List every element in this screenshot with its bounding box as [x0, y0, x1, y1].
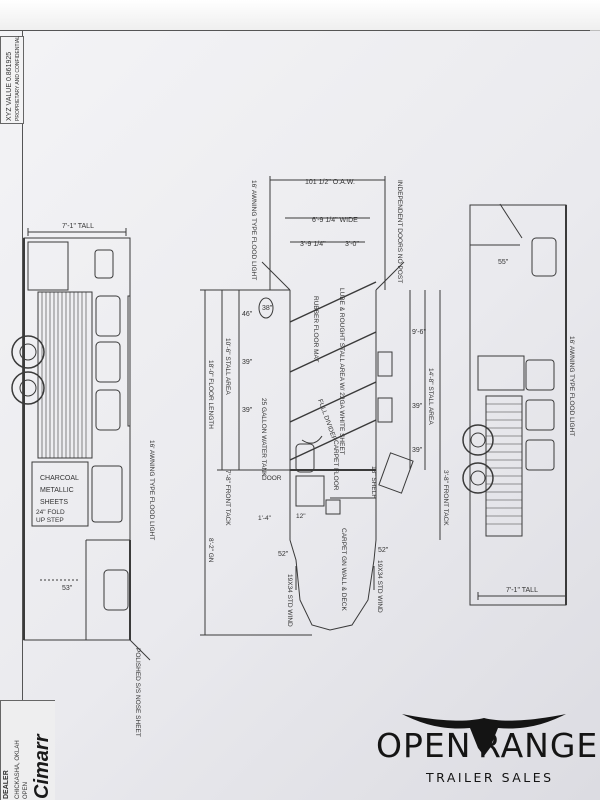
- stall-note-label: LUBE & ROUGHT STALL AREA W/ 22GA WHITE S…: [338, 288, 345, 455]
- right-height-label: 7'-1" TALL: [506, 587, 538, 594]
- right-dim-55: 55": [498, 259, 509, 266]
- floor-plan-labels: 101 1/2" O.A.W. 6'-9 1/4" WIDE 3'-9 1/4"…: [207, 179, 449, 627]
- rubber-mat-label: RUBBER FLOOR MAT: [312, 296, 319, 362]
- side-title-block: XYZ VALUE 0.861925 PROPRIETARY AND CONFI…: [0, 36, 24, 124]
- open-range-logo: OPEN RANGE TRAILER SALES: [372, 696, 599, 796]
- logo-word-right: RANGE: [478, 726, 599, 765]
- floor-plan: [200, 176, 441, 636]
- nose-sheet-label: POLISHED S/S NOSE SHEET: [134, 648, 141, 737]
- dim-39d: 39": [412, 447, 423, 454]
- logo-word-left: OPEN: [376, 726, 472, 765]
- sheets-label-3: SHEETS: [40, 499, 68, 506]
- water-tank-label: 25 GALLON WATER TANK: [260, 398, 267, 477]
- longhorn-skull-icon: [402, 714, 566, 756]
- dim-12-label: 12": [296, 513, 306, 520]
- step-label: UP STEP: [36, 517, 64, 524]
- doors-note: INDEPENDENT DOORS NO POST: [396, 180, 403, 283]
- front-tack-right-label: 3'-8" FRONT TACK: [442, 470, 449, 526]
- logo-tagline: TRAILER SALES: [426, 770, 554, 785]
- dim-46: 46": [242, 311, 253, 318]
- shelf-18-label: 18" SHELF: [370, 466, 377, 498]
- std-wind-left-label: 19X34 STD WIND: [286, 574, 293, 627]
- company-address: CHICKASHA, OKLAH: [15, 740, 21, 799]
- top-frame-line: [0, 30, 590, 31]
- dim-14-label: 1'-4": [258, 515, 272, 522]
- oaw-label: 101 1/2" O.A.W.: [305, 179, 355, 186]
- dealer-title-block: DEALER CHICKASHA, OKLAH OPEN Cimarr: [0, 700, 55, 800]
- std-wind-right-label: 19X34 STD WIND: [376, 560, 383, 613]
- left-elevation: [11, 228, 151, 661]
- dim-39c: 39": [412, 403, 423, 410]
- gn-length-label: 8'-2" GN: [207, 538, 214, 563]
- right-elevation-labels: 55" 16' AWNING TYPE FLOOD LIGHT 7'-1" TA…: [498, 259, 575, 594]
- left-width-label: 3'-9 1/4": [300, 241, 326, 248]
- stall-area-right-label: 14'-8" STALL AREA: [427, 368, 434, 425]
- company-extra: OPEN: [23, 781, 29, 799]
- carpet-wall-label: CARPET GN WALL & DECK: [340, 528, 347, 611]
- sheets-label-1: CHARCOAL: [40, 475, 79, 482]
- left-bottom-dim: 53": [62, 585, 73, 592]
- left-height-label: 7'-1" TALL: [62, 223, 94, 230]
- dim-52b: 52": [378, 547, 389, 554]
- right-elevation: [462, 203, 567, 606]
- dim-39b: 39": [242, 407, 253, 414]
- company-fragment: Cimarr: [31, 734, 53, 799]
- dim-39a: 39": [242, 359, 253, 366]
- sheets-label-2: METALLIC: [40, 487, 74, 494]
- dim-52a: 52": [278, 551, 289, 558]
- front-tack-left-label: 7'-8" FRONT TACK: [224, 470, 231, 526]
- wide-label: 6'-9 1/4" WIDE: [312, 217, 358, 224]
- dim-38: 38": [262, 305, 273, 312]
- left-awning-label: 16' AWNING TYPE FLOOD LIGHT: [148, 440, 155, 540]
- awning-left-label: 16' AWNING TYPE FLOOD LIGHT: [250, 180, 257, 280]
- fold-label: 24" FOLD: [36, 509, 65, 516]
- right-width-label: 3'-0": [345, 241, 359, 248]
- dim-right-9: 9'-6": [412, 329, 426, 336]
- floor-length-label: 18'-0" FLOOR LENGTH: [207, 360, 214, 429]
- door-label: DOOR: [262, 475, 282, 482]
- dealer-label: DEALER: [3, 770, 10, 799]
- carpet-floor-label: CARPET FLOOR: [332, 440, 339, 491]
- stall-area-left-label: 10'-6" STALL AREA: [224, 338, 231, 395]
- left-frame-line: [22, 30, 23, 800]
- right-awning-label: 16' AWNING TYPE FLOOD LIGHT: [568, 336, 575, 436]
- left-elevation-labels: 7'-1" TALL 16' AWNING TYPE FLOOD LIGHT C…: [36, 223, 155, 737]
